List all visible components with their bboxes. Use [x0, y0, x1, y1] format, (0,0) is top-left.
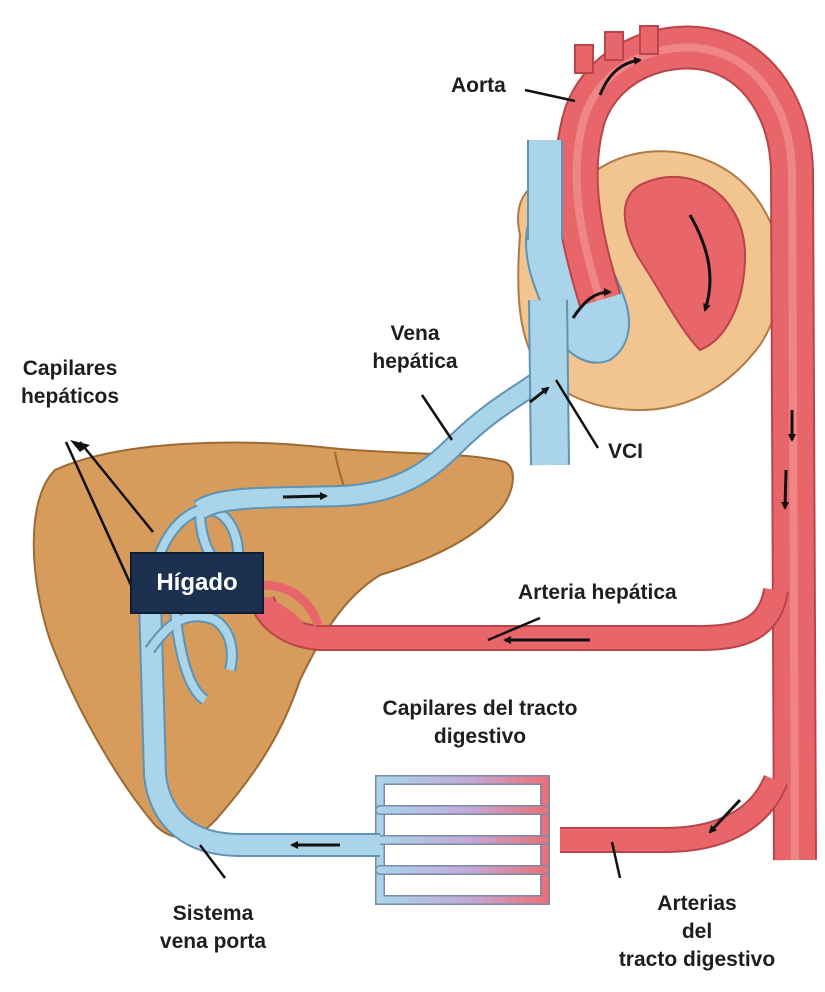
- label-vena-hepatica-line2: hepática: [365, 348, 465, 376]
- label-sistema-vena-porta-line1: Sistema: [148, 900, 278, 928]
- leader-vena-hepatica: [422, 395, 452, 440]
- label-sistema-vena-porta-line2: vena porta: [148, 928, 278, 956]
- label-vena-hepatica-line1: Vena: [365, 320, 465, 348]
- label-vci: VCI: [608, 438, 643, 466]
- aortic-branch-3: [640, 26, 658, 54]
- label-capilares-tracto: Capilares del tracto digestivo: [355, 695, 605, 751]
- label-vena-hepatica: Vena hepática: [365, 320, 465, 376]
- leader-aorta: [525, 90, 575, 101]
- label-arterias-tracto-line3: tracto digestivo: [602, 946, 792, 974]
- label-arterias-tracto-line2: del: [602, 918, 792, 946]
- arrow-hepatic-vein: [283, 496, 326, 497]
- label-capilares-hepaticos: Capilares hepáticos: [0, 355, 140, 411]
- aortic-branch-2: [605, 32, 623, 60]
- digestive-capillary-bed: [380, 780, 545, 900]
- label-arterias-tracto-line1: Arterias: [602, 890, 792, 918]
- arrow-aorta-descending-2: [785, 470, 786, 508]
- aortic-branch-1: [575, 45, 593, 73]
- label-arterias-tracto: Arterias del tracto digestivo: [602, 890, 792, 974]
- label-arteria-hepatica: Arteria hepática: [518, 579, 677, 607]
- label-aorta: Aorta: [451, 72, 506, 100]
- label-capilares-hepaticos-line2: hepáticos: [0, 383, 140, 411]
- label-capilares-tracto-line2: digestivo: [355, 723, 605, 751]
- label-sistema-vena-porta: Sistema vena porta: [148, 900, 278, 956]
- label-higado: Hígado: [132, 554, 262, 612]
- label-capilares-tracto-line1: Capilares del tracto: [355, 695, 605, 723]
- label-capilares-hepaticos-line1: Capilares: [0, 355, 140, 383]
